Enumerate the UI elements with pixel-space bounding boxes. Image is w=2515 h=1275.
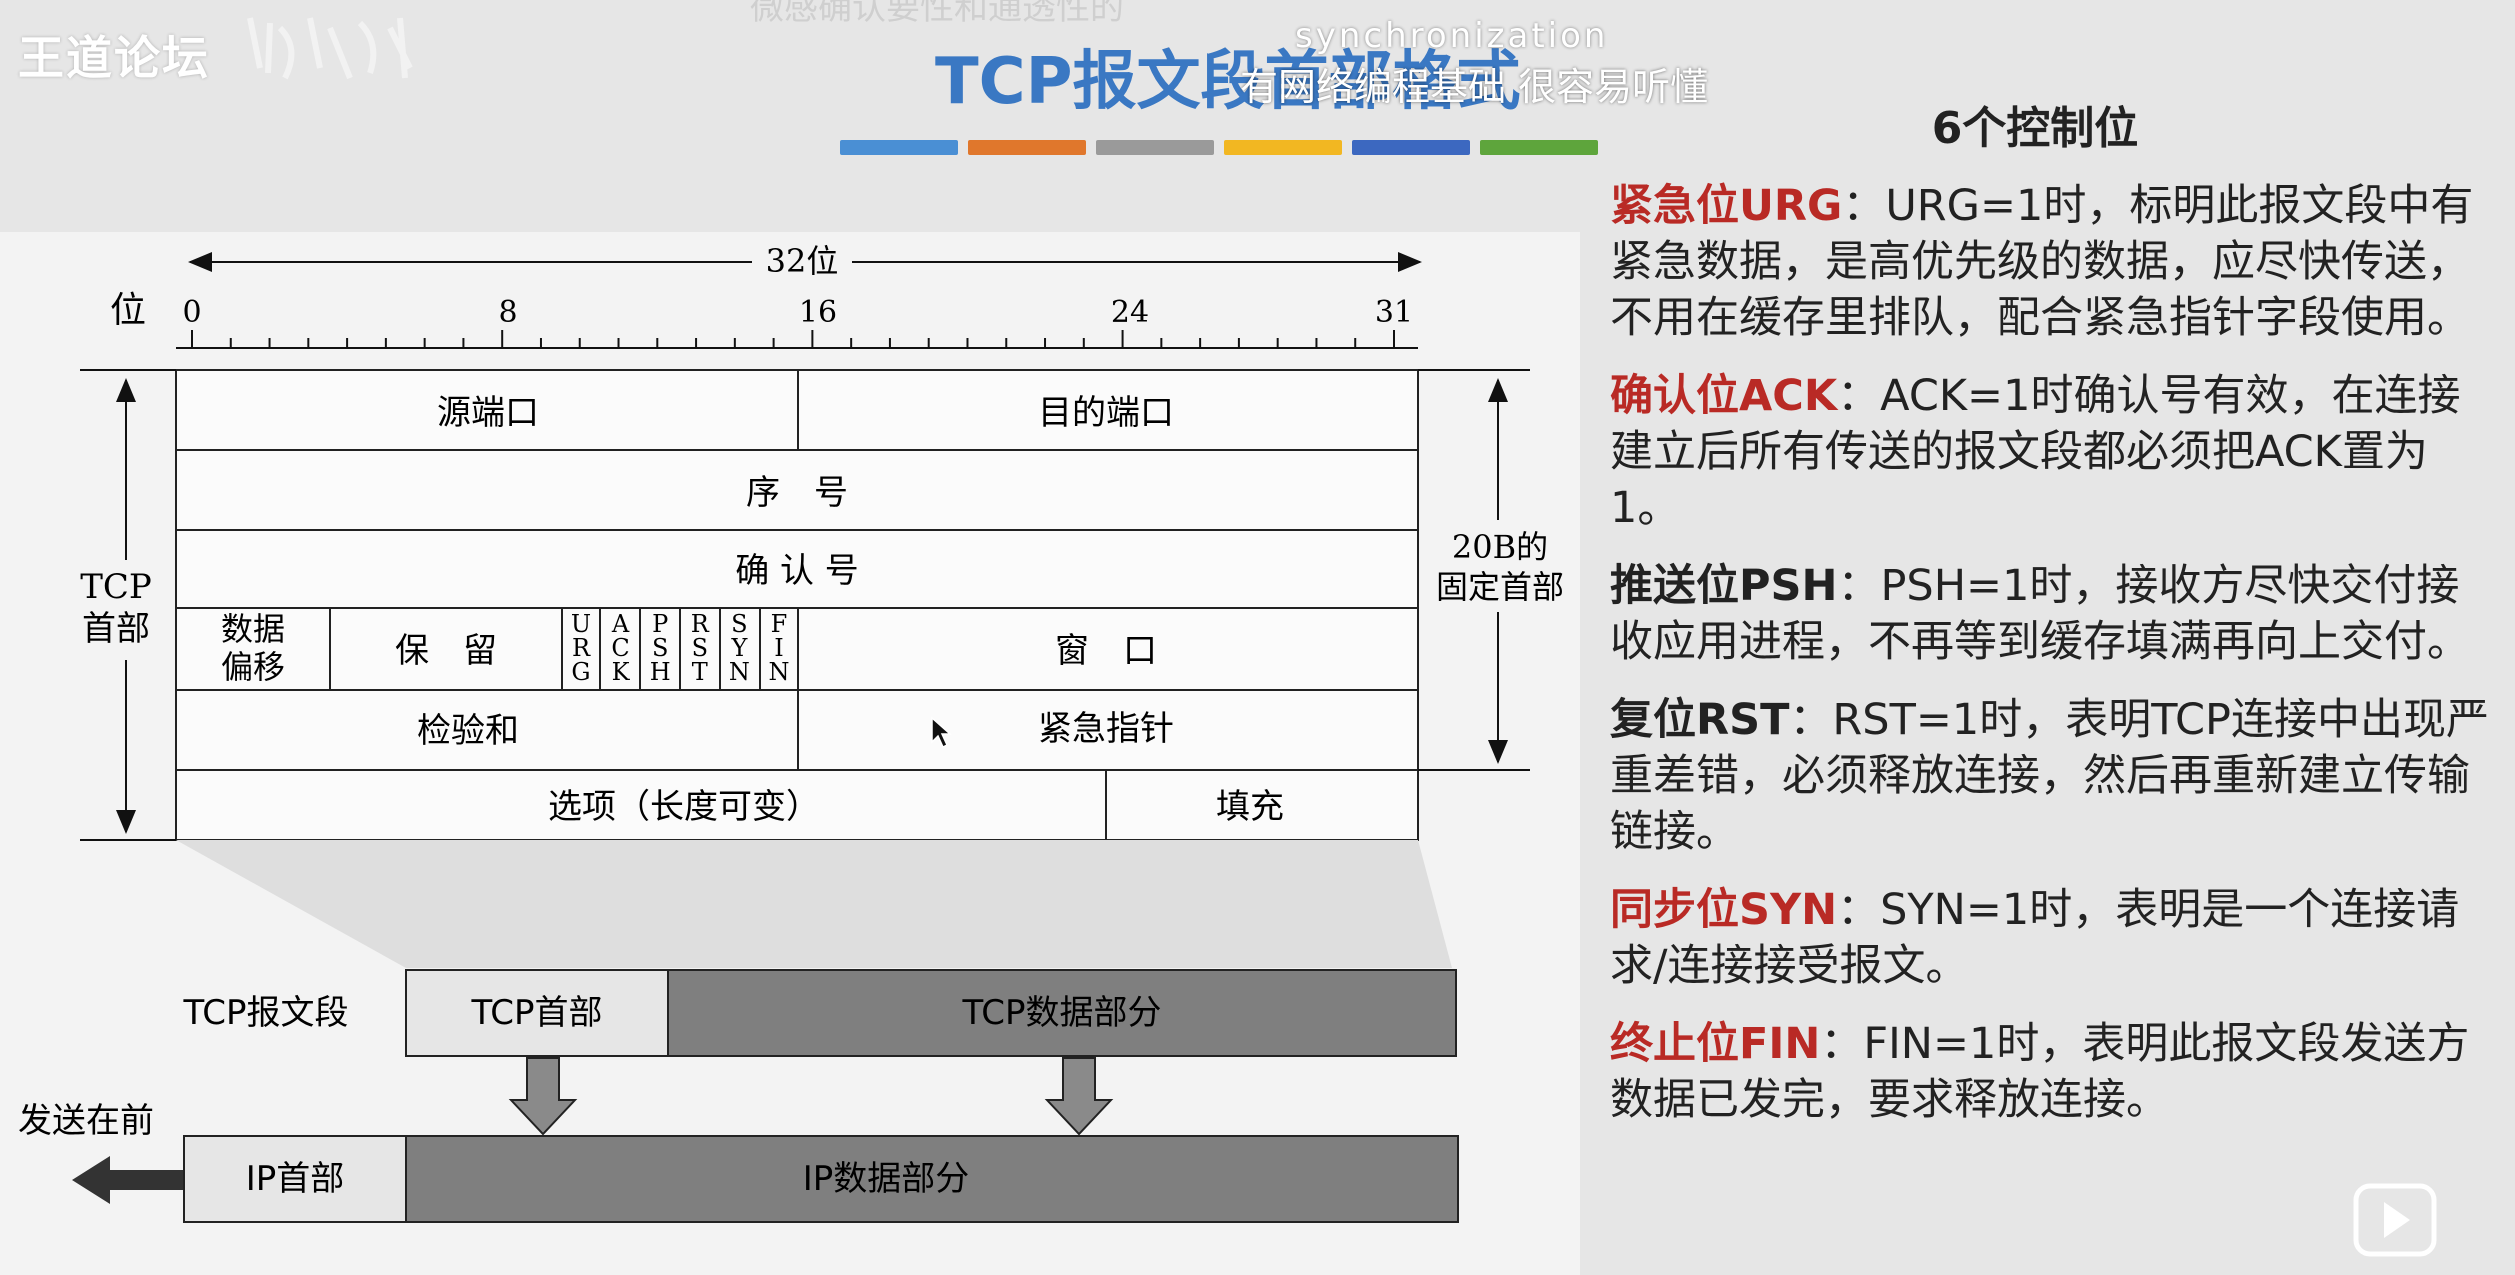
cell-window: 窗 口 — [1055, 631, 1157, 671]
control-bit-item: 终止位FIN：FIN=1时，表明此报文段发送方数据已发完，要求释放连接。 — [1610, 1016, 2490, 1128]
subtitle-top: 微感确认要性和通透性的 — [750, 0, 1124, 28]
color-bar — [1096, 140, 1214, 155]
control-bit-name: 终止位FIN — [1610, 1019, 1821, 1069]
control-bit-colon: ： — [1837, 561, 1881, 611]
cell-urgent-ptr: 紧急指针 — [1038, 709, 1174, 749]
control-bit-item: 同步位SYN：SYN=1时，表明是一个连接请求/连接接受报文。 — [1610, 882, 2490, 994]
segment-header: TCP首部 — [470, 993, 602, 1033]
control-bit-colon: ： — [1820, 1019, 1864, 1069]
tcp-header-figure: 32位 位 0 8 16 24 31 — [0, 232, 1580, 1275]
play-button-icon[interactable] — [2350, 1180, 2440, 1260]
width-label: 32位 — [766, 242, 839, 280]
control-bit-desc: ACK=1时确认号有效，在连接建立后所有传送的报文段都必须把ACK置为1。 — [1610, 371, 2461, 533]
projection-shade — [176, 840, 1452, 968]
header-grid — [176, 370, 1418, 840]
ip-data-box — [405, 1135, 1459, 1223]
cell-data-offset-2: 偏移 — [221, 648, 285, 686]
tick-label-31: 31 — [1375, 295, 1413, 330]
segment-data-box — [667, 969, 1457, 1057]
control-bit-item: 紧急位URG：URG=1时，标明此报文段中有紧急数据，是高优先级的数据，应尽快传… — [1610, 178, 2490, 346]
send-first-label: 发送在前 — [18, 1101, 154, 1141]
watermark-logo-text: 王道论坛 — [18, 31, 210, 85]
control-bit-name: 同步位SYN — [1610, 885, 1838, 935]
right-label-fixed: 固定首部 — [1436, 568, 1564, 606]
control-bit-item: 复位RST：RST=1时，表明TCP连接中出现严重差错，必须释放连接，然后再重新… — [1610, 692, 2490, 860]
cell-padding: 填充 — [1216, 787, 1284, 827]
slide-title: TCP报文段首部格式 — [935, 45, 1521, 119]
color-bar — [1352, 140, 1470, 155]
tcp-header-diagram: 32位 位 0 8 16 24 31 — [18, 242, 1564, 1223]
control-bit-colon: ： — [1842, 181, 1886, 231]
down-arrow-header — [508, 1057, 578, 1136]
control-bit-desc: URG=1时，标明此报文段中有紧急数据，是高优先级的数据，应尽快传送，不用在缓存… — [1610, 181, 2474, 343]
cell-dst-port: 目的端口 — [1038, 393, 1174, 433]
control-bit-item: 确认位ACK：ACK=1时确认号有效，在连接建立后所有传送的报文段都必须把ACK… — [1610, 368, 2490, 536]
tick-label-16: 16 — [799, 295, 837, 330]
watermark-logo-icon — [247, 17, 413, 80]
cell-ack-num: 确 认 号 — [735, 551, 859, 591]
mouse-cursor-icon — [931, 716, 952, 749]
cell-src-port: 源端口 — [437, 393, 539, 433]
left-label-header: 首部 — [82, 609, 150, 649]
color-bar — [1480, 140, 1598, 155]
tick-label-24: 24 — [1111, 295, 1149, 330]
bit-label: 位 — [110, 290, 146, 331]
down-arrow-data — [1044, 1057, 1114, 1136]
cell-reserved: 保 留 — [395, 631, 497, 671]
color-bars — [840, 140, 1598, 155]
control-bit-desc: FIN=1时，表明此报文段发送方数据已发完，要求释放连接。 — [1610, 1019, 2470, 1125]
control-bit-item: 推送位PSH：PSH=1时，接收方尽快交付接收应用进程，不再等到缓存填满再向上交… — [1610, 558, 2490, 670]
cell-options: 选项（长度可变） — [548, 787, 820, 827]
color-bar — [840, 140, 958, 155]
control-bits-title: 6个控制位 — [1931, 103, 2139, 154]
control-bit-colon: ： — [1837, 885, 1881, 935]
segment-label: TCP报文段 — [182, 993, 348, 1033]
control-bit-desc: RST=1时，表明TCP连接中出现严重差错，必须释放连接，然后再重新建立传输链接… — [1610, 695, 2489, 857]
control-bit-desc: SYN=1时，表明是一个连接请求/连接接受报文。 — [1610, 885, 2460, 991]
segment-data: TCP数据部分 — [961, 993, 1161, 1033]
ip-data: IP数据部分 — [803, 1159, 970, 1199]
tick-label-0: 0 — [182, 295, 201, 330]
cell-data-offset-1: 数据 — [221, 610, 285, 648]
left-label-tcp: TCP — [80, 567, 152, 607]
cell-checksum: 检验和 — [417, 711, 519, 751]
control-bit-colon: ： — [1789, 695, 1833, 745]
subtitle-main: 有网络编程基础 很容易听懂 — [1240, 65, 1709, 109]
control-bit-name: 紧急位URG — [1610, 181, 1843, 231]
right-label-20b: 20B的 — [1452, 528, 1548, 566]
control-bit-name: 复位RST — [1610, 695, 1790, 745]
control-bit-colon: ： — [1837, 371, 1881, 421]
cell-seq: 序 号 — [746, 473, 848, 513]
control-bit-desc: PSH=1时，接收方尽快交付接收应用进程，不再等到缓存填满再向上交付。 — [1610, 561, 2470, 667]
color-bar — [1224, 140, 1342, 155]
control-bits-panel: 6个控制位 紧急位URG：URG=1时，标明此报文段中有紧急数据，是高优先级的数… — [1610, 92, 2490, 1128]
send-direction-arrow-icon — [72, 1156, 184, 1204]
subtitle-sync: synchronization — [1295, 16, 1609, 56]
control-bits-list: 紧急位URG：URG=1时，标明此报文段中有紧急数据，是高优先级的数据，应尽快传… — [1610, 178, 2490, 1128]
control-bit-name: 确认位ACK — [1610, 371, 1838, 421]
color-bar — [968, 140, 1086, 155]
bit-scale-ticks — [191, 330, 1395, 348]
control-bit-name: 推送位PSH — [1610, 561, 1838, 611]
tick-label-8: 8 — [498, 295, 517, 330]
segment-header-box — [405, 969, 669, 1057]
ip-header: IP首部 — [246, 1159, 345, 1199]
